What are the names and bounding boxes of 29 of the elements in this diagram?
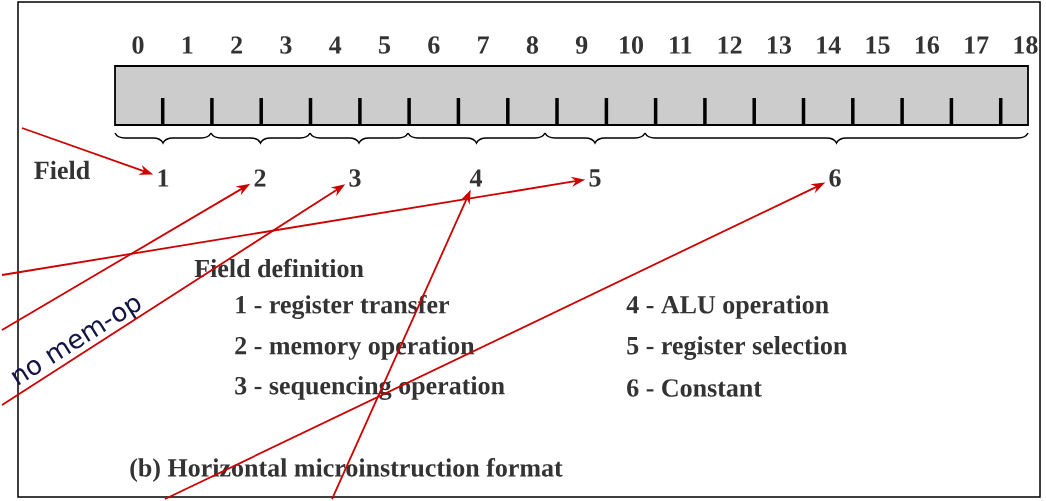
definition-item: 4 - ALU operation bbox=[626, 295, 829, 319]
field-number: 3 bbox=[349, 169, 361, 187]
bit-number: 5 bbox=[379, 36, 391, 54]
bit-number: 10 bbox=[620, 36, 643, 54]
bit-number: 4 bbox=[329, 36, 342, 54]
bit-number: 3 bbox=[280, 36, 292, 54]
definition-item: 6 - Constant bbox=[627, 379, 762, 397]
bit-number: 12 bbox=[718, 36, 742, 54]
bit-number: 1 bbox=[182, 36, 193, 54]
field-label: Field bbox=[34, 160, 90, 180]
bit-number: 15 bbox=[866, 36, 890, 54]
field-number: 5 bbox=[589, 169, 601, 187]
bit-number: 11 bbox=[670, 36, 692, 54]
bit-number: 6 bbox=[428, 36, 440, 54]
definition-item: 5 - register selection bbox=[627, 336, 847, 360]
bit-number: 0 bbox=[132, 36, 144, 54]
bit-number: 2 bbox=[231, 36, 242, 54]
bit-number: 7 bbox=[478, 36, 489, 54]
field-number: 4 bbox=[469, 169, 482, 187]
bit-number: 14 bbox=[817, 36, 841, 54]
bit-number: 13 bbox=[768, 36, 791, 54]
field-number: 6 bbox=[829, 169, 841, 187]
bit-number: 8 bbox=[526, 36, 539, 54]
field-number: 2 bbox=[254, 169, 266, 187]
field-number: 1 bbox=[158, 169, 169, 187]
bit-number: 18 bbox=[1014, 36, 1038, 54]
bit-number: 17 bbox=[965, 36, 989, 54]
bit-number: 16 bbox=[915, 36, 940, 54]
bit-number: 9 bbox=[575, 36, 588, 54]
